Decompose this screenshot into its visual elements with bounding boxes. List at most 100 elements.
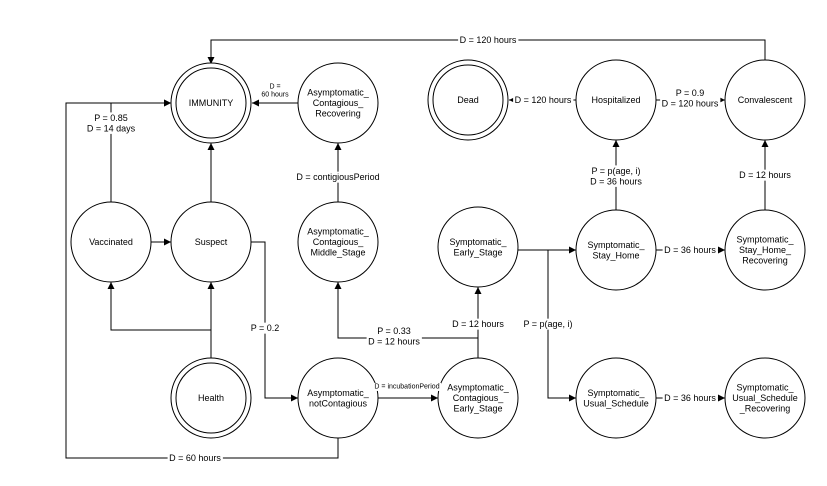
svg-text:D = incubationPeriod: D = incubationPeriod [374, 383, 439, 390]
label-background [85, 112, 138, 134]
text-line: Symptomatic_ [587, 388, 645, 398]
text-line: 60 hours [261, 92, 289, 99]
text-line: notContagious [309, 398, 368, 408]
text-line: Asymptomatic_ [307, 227, 370, 237]
text-line: Symptomatic_ [736, 383, 794, 393]
label-asym-early-to-sym-early: D = 12 hours [450, 318, 506, 330]
text-line: D = 14 days [87, 123, 136, 133]
svg-text:Asymptomatic_Contagious_Middle: Asymptomatic_Contagious_Middle_Stage [307, 227, 370, 258]
text-line: D = 12 hours [452, 319, 504, 329]
text-line: Stay_Home_ [739, 245, 792, 255]
text-line: Asymptomatic_ [447, 383, 510, 393]
svg-text:D = 36 hours: D = 36 hours [664, 393, 716, 403]
text-line: D = contigiousPeriod [296, 172, 379, 182]
svg-text:Suspect: Suspect [195, 237, 228, 247]
text-line: Hospitalized [591, 95, 640, 105]
text-line: Early_Stage [453, 404, 502, 414]
label-background [249, 322, 281, 334]
text-line: Symptomatic_ [587, 240, 645, 250]
svg-text:Symptomatic_Stay_Home_Recoveri: Symptomatic_Stay_Home_Recovering [736, 235, 794, 266]
text-line: D = 12 hours [739, 170, 791, 180]
node-sym-usual-recovering: Symptomatic_Usual_Schedule_Recovering [724, 357, 806, 439]
svg-text:Health: Health [198, 393, 224, 403]
label-background [458, 34, 519, 46]
label-background [450, 318, 506, 330]
label-top-loop: D = 120 hours [458, 34, 519, 46]
svg-text:P = 0.2: P = 0.2 [251, 323, 280, 333]
svg-text:Dead: Dead [457, 95, 479, 105]
svg-text:Asymptomatic_Contagious_Recove: Asymptomatic_Contagious_Recovering [307, 88, 370, 119]
text-line: Recovering [742, 256, 788, 266]
text-line: D = 36 hours [590, 176, 642, 186]
svg-text:D =60 hours: D = 60 hours [261, 83, 289, 98]
text-line: Recovering [315, 109, 361, 119]
node-sym-stay-home: Symptomatic_Stay_Home [575, 209, 657, 291]
text-line: Asymptomatic_ [307, 388, 370, 398]
svg-text:Symptomatic_Usual_Schedule_Rec: Symptomatic_Usual_Schedule_Recovering [732, 383, 798, 414]
label-suspect-to-not-contagious: P = 0.2 [249, 322, 281, 334]
edge-vaccinated-to-immunity [110, 99, 171, 202]
text-line: D = 12 hours [368, 336, 420, 346]
svg-text:P = 0.85D = 14 days: P = 0.85D = 14 days [87, 113, 136, 133]
text-line: Usual_Schedule [583, 398, 649, 408]
label-contagious-period: D = contigiousPeriod [294, 171, 382, 183]
node-health: Health [170, 357, 252, 439]
text-line: D = 120 hours [515, 95, 572, 105]
text-line: D = incubationPeriod [374, 383, 439, 390]
node-sym-usual: Symptomatic_Usual_Schedule [575, 357, 657, 439]
node-immunity: IMMUNITY [170, 62, 252, 144]
edge-sym-early-to-usual [547, 250, 576, 402]
text-line: P = 0.33 [377, 326, 411, 336]
label-background [294, 171, 382, 183]
text-line: P = 0.2 [251, 323, 280, 333]
svg-text:Convalescent: Convalescent [738, 95, 793, 105]
label-background [662, 392, 718, 404]
label-background [521, 318, 575, 330]
text-line: D = [269, 83, 280, 90]
label-background [660, 87, 721, 109]
edge-suspect-to-not-contagious [251, 241, 298, 402]
text-line: Symptomatic_ [449, 237, 507, 247]
node-asym-early: Asymptomatic_Contagious_Early_Stage [437, 357, 519, 439]
label-background [167, 452, 223, 464]
svg-text:P = p(age, i): P = p(age, i) [523, 319, 572, 329]
svg-text:P = 0.33D = 12 hours: P = 0.33D = 12 hours [368, 326, 420, 347]
svg-text:D = 12 hours: D = 12 hours [452, 319, 504, 329]
svg-text:P = p(age, i)D = 36 hours: P = p(age, i)D = 36 hours [590, 166, 642, 187]
node-suspect: Suspect [170, 201, 252, 283]
svg-text:D = 60 hours: D = 60 hours [169, 453, 221, 463]
text-line: P = 0.85 [94, 113, 128, 123]
text-line: D = 120 hours [460, 35, 517, 45]
text-line: Early_Stage [453, 247, 502, 257]
text-line: Symptomatic_ [736, 235, 794, 245]
edge-health-to-vaccinated [107, 282, 211, 331]
node-convalescent: Convalescent [724, 59, 806, 141]
text-line: Stay_Home [592, 250, 639, 260]
text-line: Dead [457, 95, 479, 105]
label-background [662, 244, 718, 256]
text-line: P = 0.9 [676, 88, 705, 98]
label-usual-to-usual-recovering: D = 36 hours [662, 392, 718, 404]
edge-bottom-loop-to-immunity [65, 99, 339, 459]
node-asym-middle: Asymptomatic_Contagious_Middle_Stage [297, 201, 379, 283]
label-bottom-loop: D = 60 hours [167, 452, 223, 464]
text-line: Asymptomatic_ [307, 88, 370, 98]
svg-text:D = 120 hours: D = 120 hours [460, 35, 517, 45]
label-stay-home-recovering-to-convalescent: D = 12 hours [737, 169, 793, 181]
label-asym-recovering-to-immunity: D = 60 hours [261, 83, 289, 98]
text-line: IMMUNITY [189, 98, 234, 108]
svg-text:Symptomatic_Stay_Home: Symptomatic_Stay_Home [587, 240, 645, 261]
text-line: Suspect [195, 237, 228, 247]
text-line: Vaccinated [89, 237, 133, 247]
label-hospitalized-to-dead: D = 120 hours [513, 94, 574, 106]
text-line: D = 120 hours [662, 98, 719, 108]
node-hospitalized: Hospitalized [575, 59, 657, 141]
label-sym-early-split: P = p(age, i) [521, 318, 575, 330]
label-background [513, 94, 574, 106]
text-line: Contagious_ [313, 98, 365, 108]
svg-text:D = 120 hours: D = 120 hours [515, 95, 572, 105]
label-stay-home-to-hospitalized: P = p(age, i)D = 36 hours [588, 165, 644, 187]
node-asym-recovering: Asymptomatic_Contagious_Recovering [297, 62, 379, 144]
